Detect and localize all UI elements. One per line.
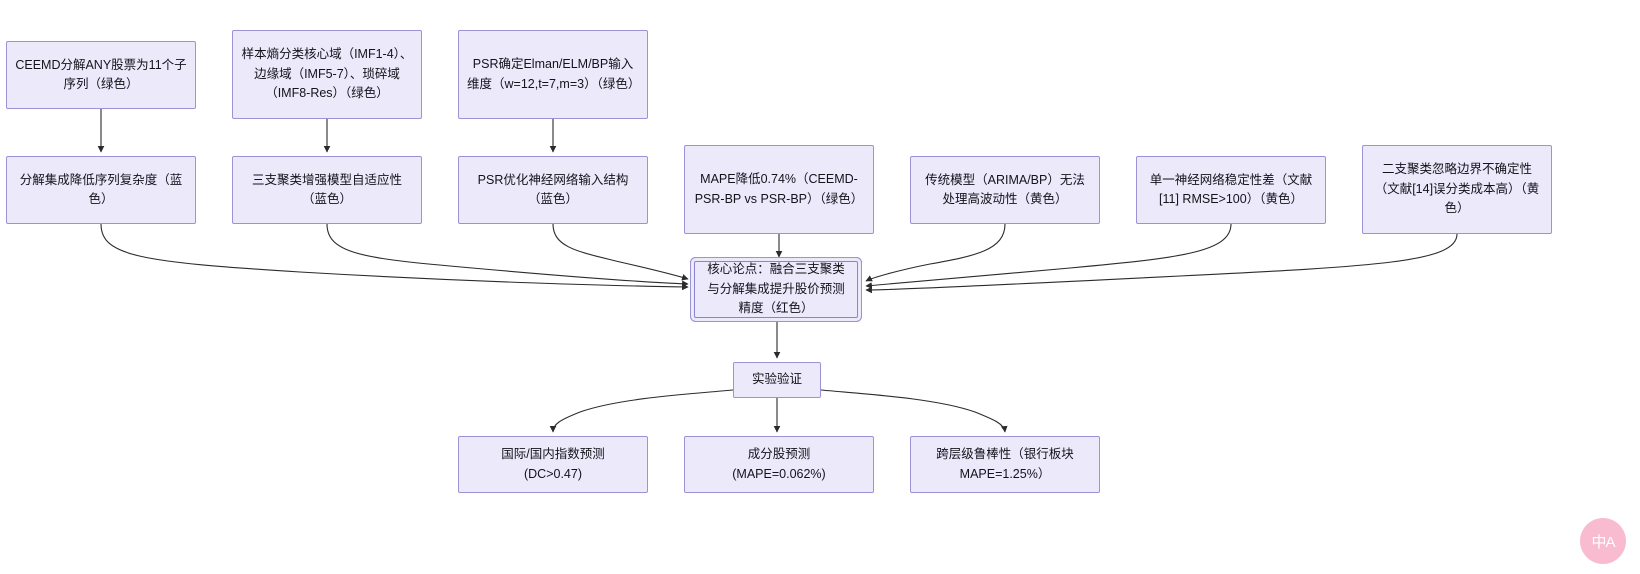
edge-psropt-to-core xyxy=(552,223,689,281)
node-label: 实验验证 xyxy=(751,372,802,387)
node-psr-optimize[interactable]: PSR优化神经网络输入结构（蓝色） xyxy=(458,156,648,224)
node-core-claim[interactable]: 核心论点：融合三支聚类与分解集成提升股价预测精度（红色） xyxy=(694,261,858,318)
edge-verify-to-index xyxy=(549,389,734,433)
watermark-label: 中A xyxy=(1591,533,1615,551)
node-label: 成分股预测 (MAPE=0.062%) xyxy=(732,447,826,481)
node-label: 单一神经网络稳定性差（文献[11] RMSE>100）（黄色） xyxy=(1149,172,1313,206)
node-label: CEEMD分解ANY股票为11个子序列（绿色） xyxy=(15,57,187,91)
node-sample-entropy[interactable]: 样本熵分类核心域（IMF1-4）、边缘域（IMF5-7）、琐碎域（IMF8-Re… xyxy=(232,30,422,119)
node-label: 三支聚类增强模型自适应性（蓝色） xyxy=(251,172,402,206)
node-label: 二支聚类忽略边界不确定性（文献[14]误分类成本高）（黄色） xyxy=(1374,162,1540,216)
node-label: 核心论点：融合三支聚类与分解集成提升股价预测精度（红色） xyxy=(707,262,845,316)
node-decomp-complexity[interactable]: 分解集成降低序列复杂度（蓝色） xyxy=(6,156,196,224)
node-cross-level-robustness[interactable]: 跨层级鲁棒性（银行板块MAPE=1.25%） xyxy=(910,436,1100,493)
node-label: PSR确定Elman/ELM/BP输入维度（w=12,t=7,m=3）（绿色） xyxy=(467,57,641,91)
node-label: 国际/国内指数预测 (DC>0.47) xyxy=(501,447,605,481)
edge-traditional-to-core xyxy=(865,223,1006,282)
node-two-way-boundary[interactable]: 二支聚类忽略边界不确定性（文献[14]误分类成本高）（黄色） xyxy=(1362,145,1552,234)
node-label: PSR优化神经网络输入结构（蓝色） xyxy=(477,172,629,206)
node-three-way-adaptive[interactable]: 三支聚类增强模型自适应性（蓝色） xyxy=(232,156,422,224)
node-ceemd-decompose[interactable]: CEEMD分解ANY股票为11个子序列（绿色） xyxy=(6,41,196,109)
node-index-forecast[interactable]: 国际/国内指数预测 (DC>0.47) xyxy=(458,436,648,493)
node-component-stock-forecast[interactable]: 成分股预测 (MAPE=0.062%) xyxy=(684,436,874,493)
node-label: MAPE降低0.74%（CEEMD-PSR-BP vs PSR-BP）（绿色） xyxy=(694,172,864,206)
edge-threeway-to-core xyxy=(326,223,689,288)
node-psr-input-dim[interactable]: PSR确定Elman/ELM/BP输入维度（w=12,t=7,m=3）（绿色） xyxy=(458,30,648,119)
node-label: 跨层级鲁棒性（银行板块MAPE=1.25%） xyxy=(936,447,1074,481)
node-label: 样本熵分类核心域（IMF1-4）、边缘域（IMF5-7）、琐碎域（IMF8-Re… xyxy=(241,47,413,101)
node-label: 传统模型（ARIMA/BP）无法处理高波动性（黄色） xyxy=(925,172,1085,206)
node-single-nn-stability[interactable]: 单一神经网络稳定性差（文献[11] RMSE>100）（黄色） xyxy=(1136,156,1326,224)
edge-decomp-to-core xyxy=(100,223,689,291)
edge-twoway-to-core xyxy=(865,233,1458,294)
node-mape-drop[interactable]: MAPE降低0.74%（CEEMD-PSR-BP vs PSR-BP）（绿色） xyxy=(684,145,874,234)
node-traditional-model[interactable]: 传统模型（ARIMA/BP）无法处理高波动性（黄色） xyxy=(910,156,1100,224)
watermark-badge: 中A xyxy=(1580,518,1626,564)
node-label: 分解集成降低序列复杂度（蓝色） xyxy=(19,172,183,206)
node-experiment-verify[interactable]: 实验验证 xyxy=(733,362,821,398)
edge-verify-to-robustness xyxy=(820,389,1008,433)
edge-singlenn-to-core xyxy=(865,223,1232,289)
